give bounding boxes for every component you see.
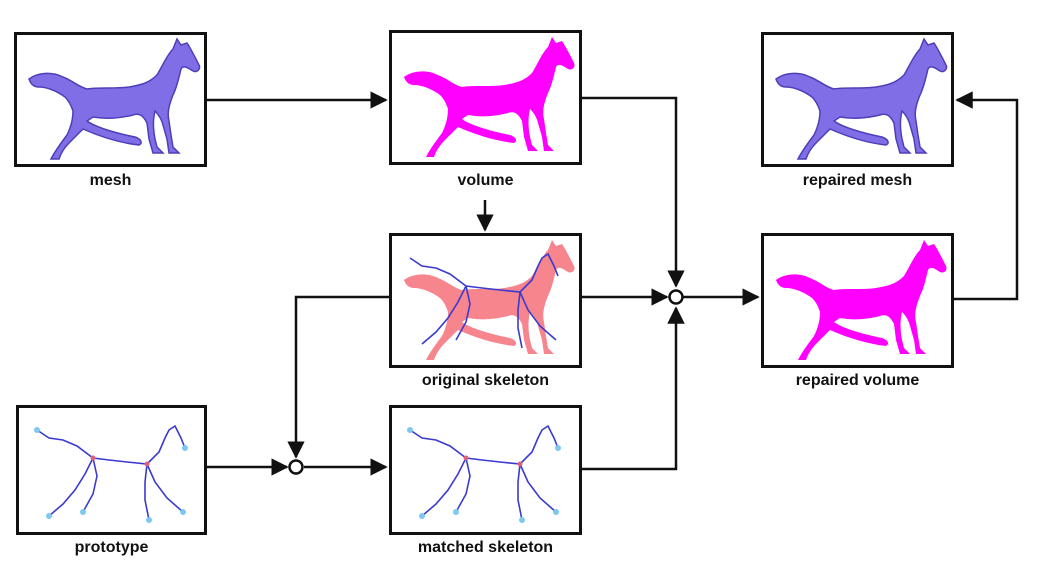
repaired-mesh-horse-image bbox=[775, 38, 948, 160]
arrow-volume-to-junction bbox=[582, 96, 685, 288]
arrow-original-skeleton-to-left-junction bbox=[287, 295, 389, 459]
mesh-label: mesh bbox=[89, 172, 132, 189]
matched-skeleton-image bbox=[407, 425, 561, 523]
original-skeleton-image bbox=[404, 240, 575, 360]
junction-left bbox=[288, 459, 304, 475]
repaired-volume-label: repaired volume bbox=[795, 372, 920, 389]
matched-skeleton-label: matched skeleton bbox=[417, 539, 554, 556]
repaired-mesh-label: repaired mesh bbox=[802, 172, 913, 189]
prototype-label: prototype bbox=[74, 539, 149, 556]
mesh-horse-image bbox=[28, 38, 201, 160]
arrow-repaired-volume-to-repaired-mesh bbox=[954, 91, 1019, 301]
original-skeleton-label: original skeleton bbox=[421, 372, 550, 389]
volume-label: volume bbox=[457, 172, 514, 189]
repaired-volume-horse-image bbox=[776, 240, 947, 360]
prototype-skeleton-image bbox=[34, 425, 188, 523]
junction-right bbox=[668, 289, 684, 305]
volume-horse-image bbox=[404, 37, 575, 157]
arrow-matched-skeleton-to-junction bbox=[582, 306, 685, 471]
